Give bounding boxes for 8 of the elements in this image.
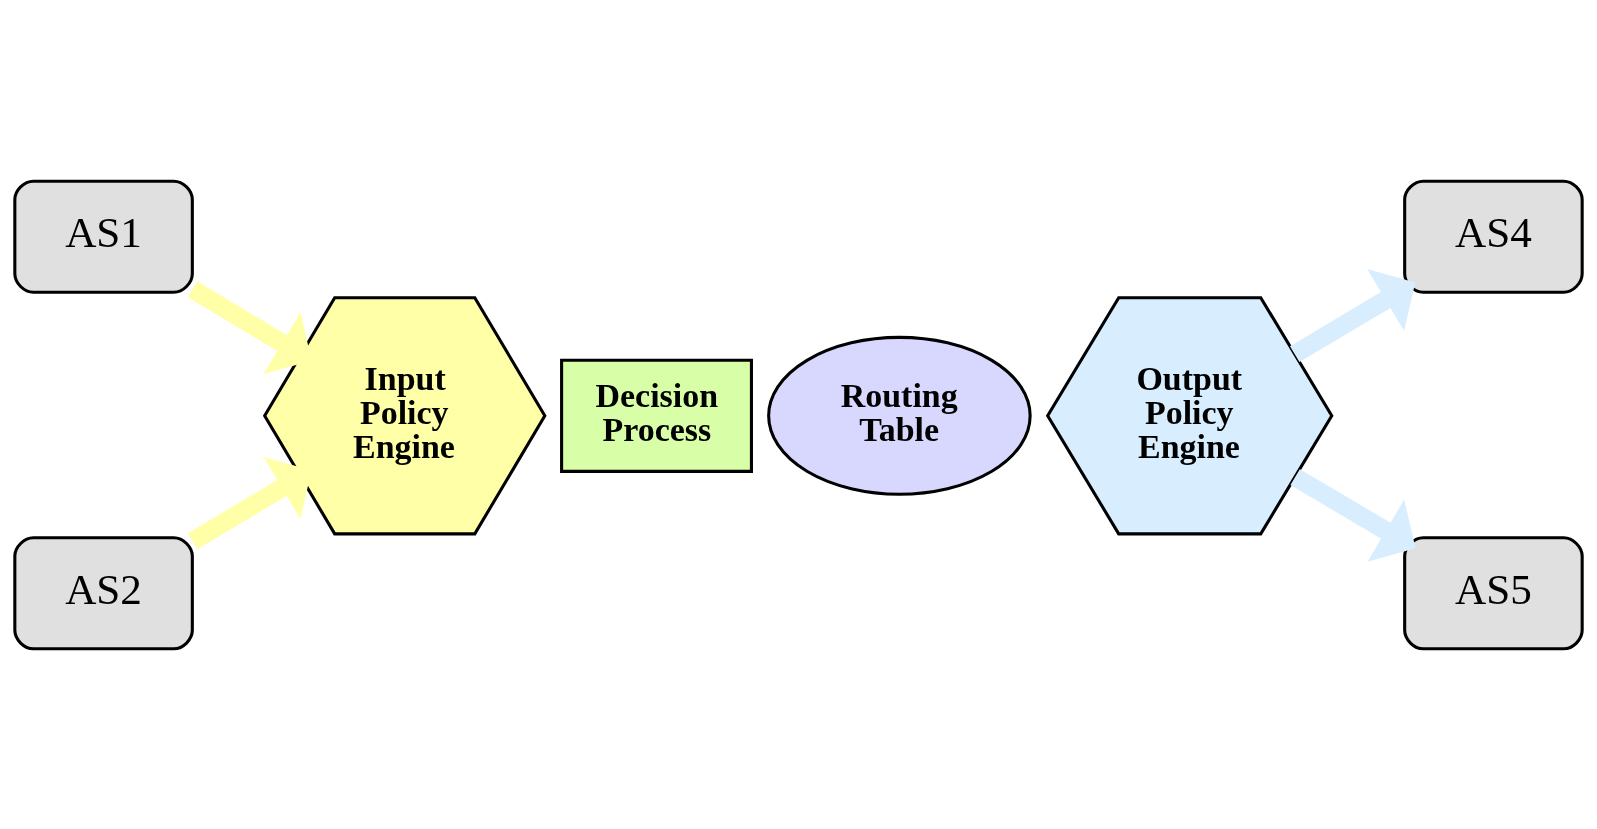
node-box: AS4 bbox=[1403, 179, 1584, 294]
arrow bbox=[1290, 468, 1416, 562]
node-ellipse: Routing Table bbox=[767, 335, 1032, 496]
node-box: AS2 bbox=[13, 535, 194, 650]
node-box: AS5 bbox=[1403, 535, 1584, 650]
node-box: AS1 bbox=[13, 179, 194, 294]
node-box: Decision Process bbox=[560, 358, 753, 473]
arrow bbox=[1289, 268, 1416, 362]
